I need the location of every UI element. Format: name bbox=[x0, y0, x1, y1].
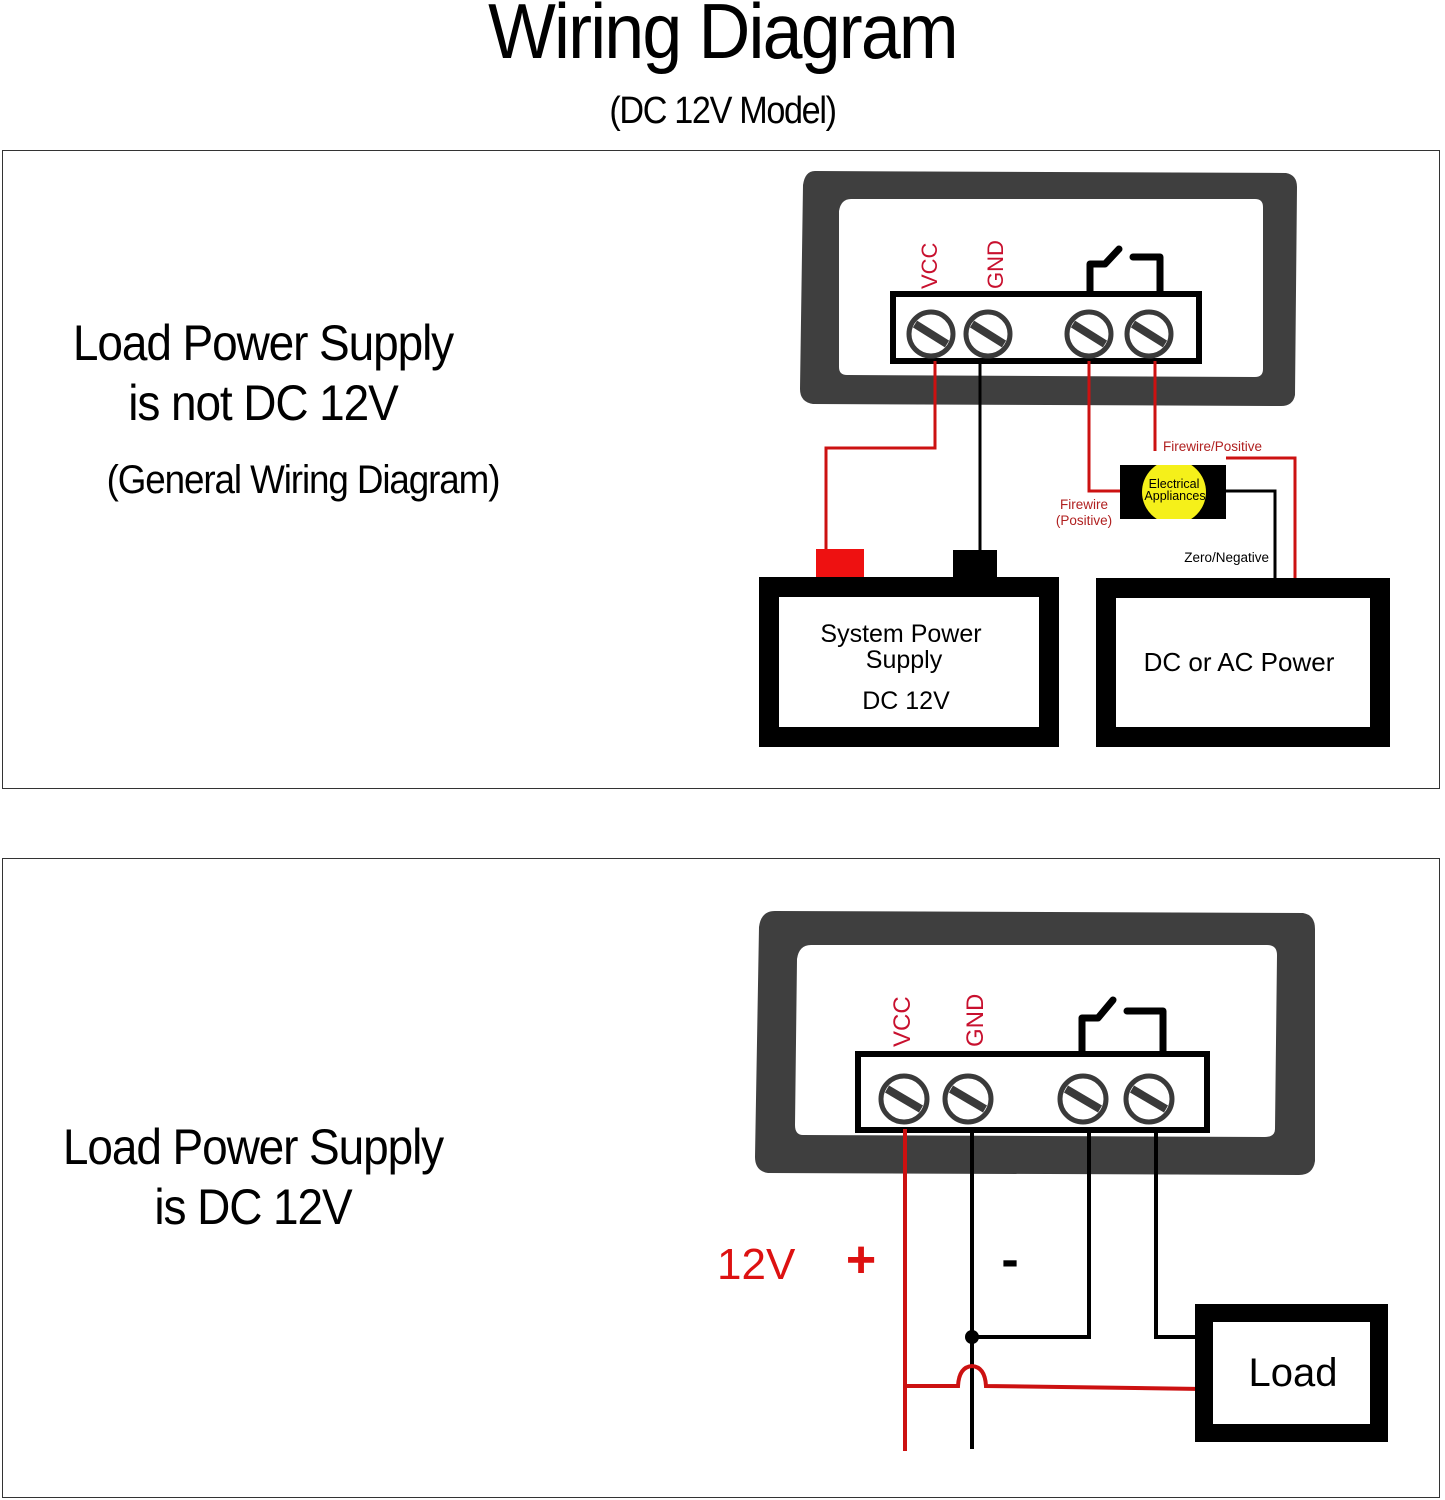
load-label: Load bbox=[1249, 1351, 1338, 1395]
relay-switch-icon bbox=[1078, 996, 1167, 1058]
vcc-wire bbox=[824, 361, 937, 551]
junction-dot bbox=[965, 1330, 979, 1344]
firewire-positive-top-label: Firewire/Positive bbox=[1163, 439, 1262, 454]
screw-terminal-vcc bbox=[878, 1073, 930, 1125]
positive-sign: + bbox=[846, 1231, 876, 1289]
panel1-heading: Load Power Supply is not DC 12V bbox=[61, 313, 466, 433]
panel2-heading: Load Power Supply is DC 12V bbox=[51, 1117, 456, 1237]
supply-voltage-label: 12V bbox=[717, 1240, 796, 1289]
screw-terminal-vcc bbox=[906, 309, 956, 359]
battery-positive-terminal bbox=[816, 549, 864, 579]
system-power-line2: Supply bbox=[866, 646, 943, 674]
negative-sign: - bbox=[1001, 1231, 1018, 1289]
relay1-to-appliance-wire bbox=[1087, 361, 1121, 493]
vcc-label: VCC bbox=[917, 242, 942, 289]
controller-device: VCC GND bbox=[755, 911, 1315, 1175]
device-frame bbox=[800, 171, 1297, 406]
positive-to-load-wire-with-crossover bbox=[905, 1363, 1204, 1391]
panel2-heading-line1: Load Power Supply bbox=[62, 1119, 444, 1175]
screw-terminal-gnd bbox=[942, 1073, 994, 1125]
panel1-heading-line1: Load Power Supply bbox=[72, 315, 454, 371]
screw-terminal-relay-1 bbox=[1057, 1073, 1109, 1125]
gnd-label: GND bbox=[983, 240, 1008, 289]
load: Load bbox=[1195, 1304, 1388, 1442]
system-power-supply: System Power Supply DC 12V bbox=[759, 549, 1059, 747]
general-wiring-panel: Load Power Supply is not DC 12V (General… bbox=[2, 150, 1440, 789]
page-subtitle: (DC 12V Model) bbox=[609, 90, 837, 132]
panel1-note: (General Wiring Diagram) bbox=[106, 458, 501, 502]
panel2-heading-line2: is DC 12V bbox=[154, 1179, 352, 1235]
electrical-appliance: Electrical Appliances bbox=[1120, 451, 1226, 533]
dc12v-wiring-diagram: VCC GND 12V + - Load bbox=[717, 911, 1388, 1451]
battery-negative-terminal bbox=[953, 550, 997, 580]
dc12v-wiring-panel: Load Power Supply is DC 12V V bbox=[2, 858, 1440, 1498]
page-title: Wiring Diagram bbox=[488, 0, 959, 75]
appliance-to-load-power-negative-wire bbox=[1225, 489, 1277, 579]
load-power-label: DC or AC Power bbox=[1144, 647, 1335, 677]
device-frame bbox=[755, 911, 1315, 1175]
screw-terminal-relay-2 bbox=[1123, 1073, 1175, 1125]
battery-body bbox=[759, 577, 1059, 747]
vcc-label: VCC bbox=[889, 996, 916, 1047]
firewire-left-label-line1: Firewire bbox=[1060, 497, 1108, 512]
appliance-bulb-icon bbox=[1142, 460, 1206, 524]
zero-negative-label: Zero/Negative bbox=[1184, 550, 1269, 565]
general-wiring-diagram: VCC GND Electrical Appliances Firewire/P… bbox=[759, 171, 1390, 747]
gnd-label: GND bbox=[962, 994, 989, 1047]
panel1-heading-line2: is not DC 12V bbox=[128, 375, 399, 431]
load-power-body bbox=[1096, 578, 1390, 747]
controller-device: VCC GND bbox=[800, 171, 1297, 406]
screw-terminal-relay-1 bbox=[1064, 309, 1114, 359]
appliance-label-line2: Appliances bbox=[1144, 489, 1205, 503]
relay2-to-load-wire bbox=[1154, 1129, 1203, 1339]
firewire-left-label-line2: (Positive) bbox=[1056, 513, 1112, 528]
relay1-to-ground-wire bbox=[972, 1129, 1091, 1339]
system-power-line3: DC 12V bbox=[862, 687, 950, 715]
load-box bbox=[1195, 1304, 1388, 1442]
relay-switch-icon bbox=[1086, 245, 1164, 298]
load-power-source: DC or AC Power bbox=[1096, 578, 1390, 747]
screw-terminal-relay-2 bbox=[1124, 309, 1174, 359]
appliance-label-line1: Electrical bbox=[1149, 477, 1200, 491]
screw-terminal-gnd bbox=[963, 309, 1013, 359]
system-power-line1: System Power bbox=[820, 620, 981, 648]
